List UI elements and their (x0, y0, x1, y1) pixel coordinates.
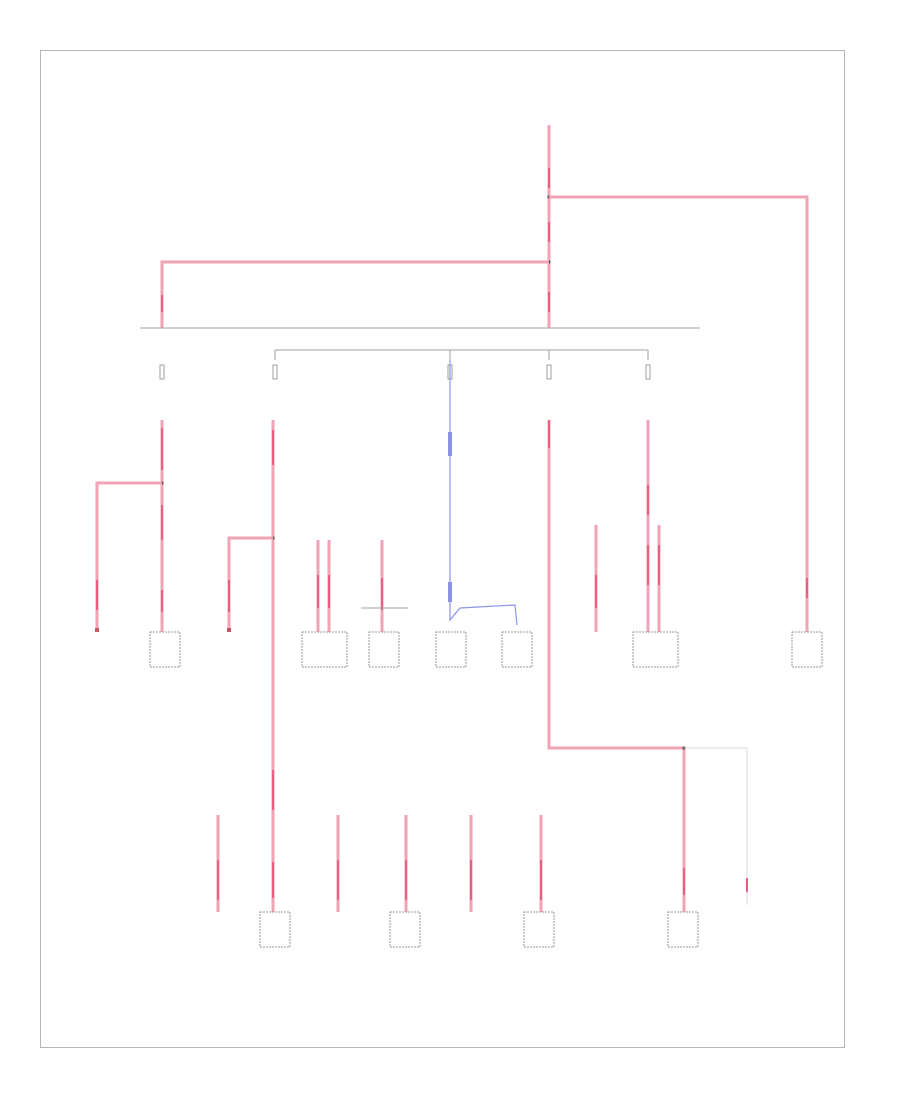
component-box-row2-3 (523, 911, 555, 948)
fuse-symbol-1 (159, 364, 165, 380)
upper-branch-wire (549, 195, 809, 632)
component-box-row1-6 (632, 631, 679, 668)
blue-wire-marker-1 (448, 432, 452, 456)
fuse-symbol-5 (645, 364, 651, 380)
component-box-row1-7 (791, 631, 823, 668)
col5-gray-branch (684, 747, 748, 905)
ground-pin-2 (227, 628, 231, 632)
fuse-symbol-4 (546, 364, 552, 380)
fuse-symbol-2 (272, 364, 278, 380)
left-branch-wire (160, 260, 549, 328)
component-box-row1-1 (149, 631, 181, 668)
col2-branch-wire (227, 536, 273, 632)
component-box-row1-4 (435, 631, 467, 668)
ground-pin-1 (95, 628, 99, 632)
col1-branch-wire (95, 481, 162, 632)
blue-wire-marker-2 (448, 582, 452, 602)
col5-wire (547, 420, 686, 912)
component-box-row1-2 (301, 631, 348, 668)
component-box-row2-4 (667, 911, 699, 948)
component-box-row2-1 (259, 911, 291, 948)
component-box-row1-3 (368, 631, 400, 668)
diagram-frame (40, 50, 845, 1048)
blue-wire (449, 360, 518, 626)
component-box-row2-2 (389, 911, 421, 948)
component-box-row1-5 (501, 631, 533, 668)
